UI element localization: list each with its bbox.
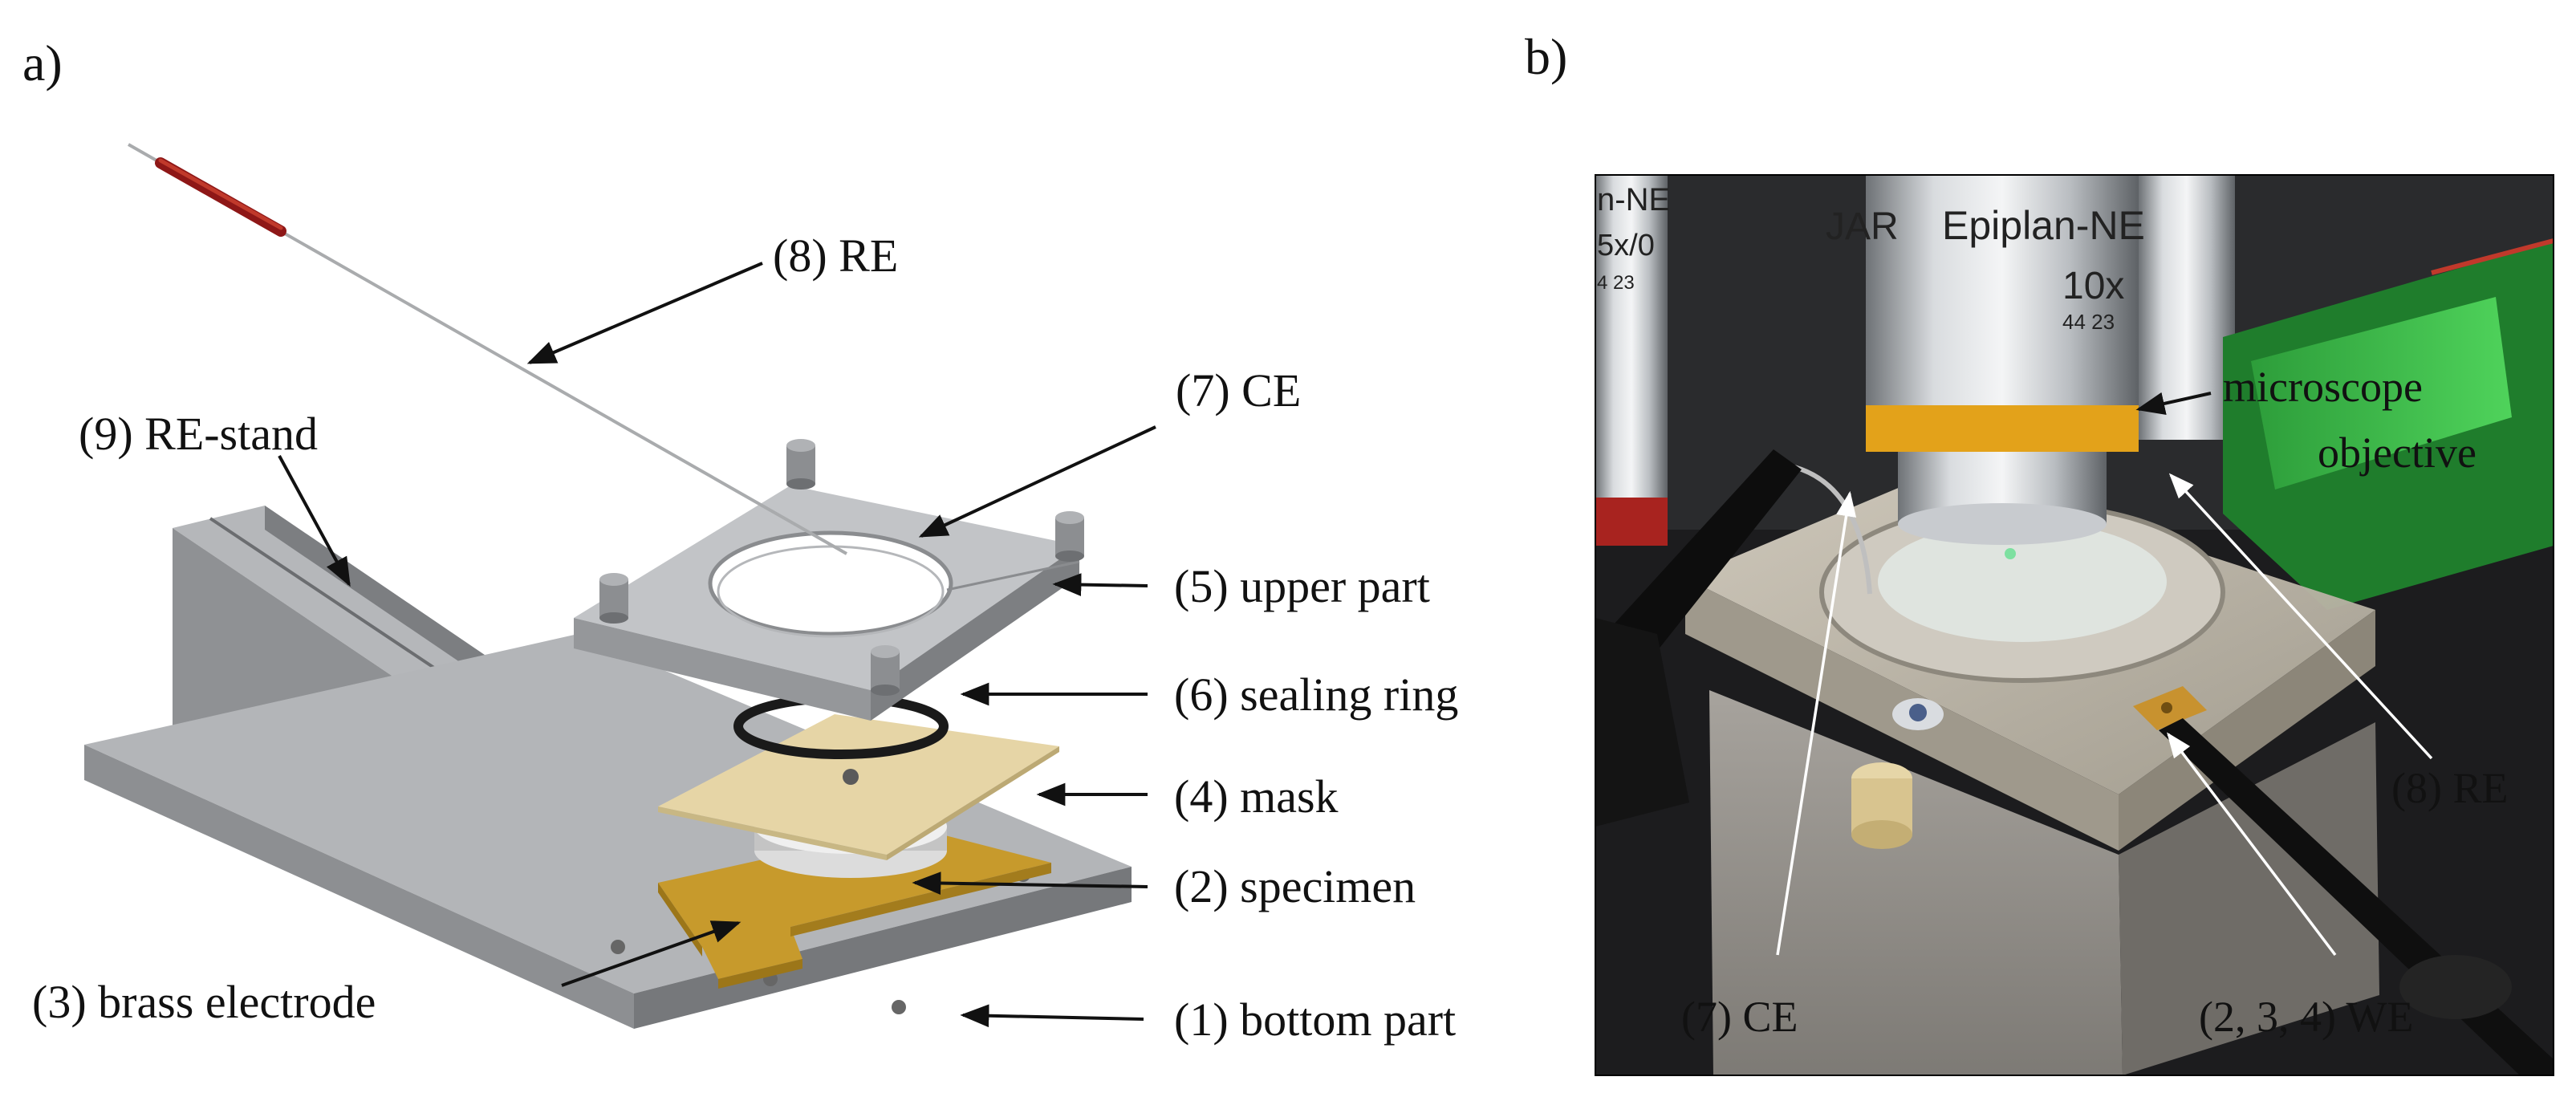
- sample-block: [1709, 690, 2379, 1075]
- label-brass-electrode: (3) brass electrode: [32, 976, 376, 1028]
- screws: [599, 439, 1084, 696]
- we-clip: [2133, 686, 2554, 1075]
- cad-drawing: [84, 143, 1132, 1029]
- cad-callouts: [278, 262, 1156, 1028]
- photo: n-NE 5x/0 4 23: [1595, 175, 2554, 1075]
- screw-front: [871, 645, 900, 696]
- screw-back: [786, 439, 815, 490]
- label-specimen: (2) specimen: [1174, 860, 1416, 912]
- photo-label-we: (2, 3, 4) WE: [2199, 993, 2413, 1041]
- label-upper-part: (5) upper part: [1174, 560, 1430, 612]
- arrow-upper-part: [1052, 573, 1148, 596]
- panel-label-a: a): [22, 35, 63, 91]
- arrow-photo-objective: [2135, 392, 2212, 416]
- left-objective-spec: 4 23: [1597, 272, 1635, 294]
- arrow-bottom-part: [960, 1004, 1144, 1028]
- label-sealing-ring: (6) sealing ring: [1174, 668, 1458, 721]
- arrow-photo-re: [2168, 473, 2433, 760]
- arrow-re: [526, 262, 763, 364]
- photo-screw-left: [1851, 762, 1912, 849]
- main-objective: JAR Epiplan-NE 10x 44 23: [1826, 175, 2145, 545]
- arrow-photo-ce: [1776, 490, 1857, 956]
- screw-left: [599, 573, 628, 624]
- photo-label-microscope-line1: microscope: [2223, 363, 2423, 411]
- label-bottom-part: (1) bottom part: [1174, 993, 1456, 1046]
- label-re: (8) RE: [773, 230, 898, 282]
- left-objective-brand: n-NE: [1597, 182, 1670, 217]
- photo-frame: [1595, 174, 2554, 1076]
- panel-label-b: b): [1525, 28, 1567, 85]
- photo-label-re: (8) RE: [2391, 764, 2508, 812]
- arrow-photo-we: [2167, 732, 2337, 957]
- label-re-stand: (9) RE-stand: [79, 408, 318, 460]
- upper-part-shape: [574, 486, 1080, 721]
- arrow-brass-electrode: [561, 920, 742, 987]
- left-objective-mag: 5x/0: [1597, 229, 1655, 262]
- main-objective-mag: 10x: [2062, 265, 2124, 307]
- plexiglass-cell: [1685, 469, 2375, 851]
- photo-screws: [1851, 698, 1944, 849]
- arrow-ce: [918, 425, 1156, 538]
- photo-label-ce: (7) CE: [1681, 993, 1798, 1041]
- main-objective-prefix: JAR: [1826, 205, 1899, 248]
- green-board: [2223, 238, 2554, 610]
- mask-shape: [658, 714, 1059, 860]
- label-ce: (7) CE: [1176, 364, 1301, 416]
- arrow-specimen: [912, 872, 1148, 895]
- ce-clip: [1595, 449, 1872, 827]
- label-mask: (4) mask: [1174, 770, 1339, 823]
- main-objective-brand: Epiplan-NE: [1942, 203, 2145, 248]
- main-objective-spec: 44 23: [2062, 310, 2115, 334]
- left-objective: n-NE 5x/0 4 23: [1595, 175, 1670, 546]
- photo-label-microscope-line2: objective: [2318, 429, 2476, 477]
- reference-electrode-shape: [128, 143, 847, 555]
- arrow-re-stand: [278, 455, 351, 587]
- photo-screw-front: [1892, 698, 1944, 730]
- screw-right: [1055, 511, 1084, 562]
